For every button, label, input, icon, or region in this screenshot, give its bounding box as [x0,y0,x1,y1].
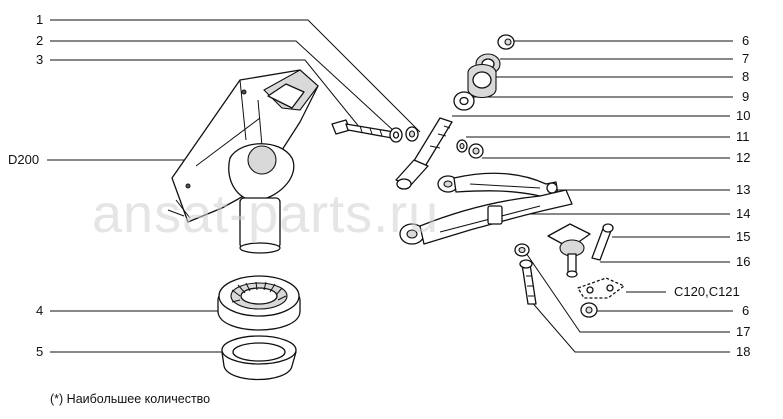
suspension-arm-14 [399,189,573,245]
nut-12 [468,143,484,159]
callout-4: 4 [36,303,43,318]
plate-c120-c121 [577,277,625,299]
bolt-18 [519,259,537,305]
callout-17: 17 [736,324,750,339]
callout-15: 15 [736,229,750,244]
pin-10 [395,117,453,190]
callout-13: 13 [736,182,750,197]
callout-9: 9 [742,89,749,104]
washer-2 [389,127,403,143]
callout-18: 18 [736,344,750,359]
suspension-arm-13 [437,172,559,197]
spring-seat-4 [217,275,301,331]
callout-10: 10 [736,108,750,123]
bolt-15 [591,223,614,261]
nut-1 [405,126,419,142]
callout-c120-c121: C120,C121 [674,284,740,299]
callout-6-top: 6 [742,33,749,48]
watermark: ansat-parts.ru [92,184,439,244]
washer-11 [456,139,468,153]
callout-7: 7 [742,51,749,66]
callout-14: 14 [736,206,750,221]
callout-11: 11 [736,129,750,144]
leader-18 [529,299,730,353]
nut-6-bottom [580,302,598,318]
bushing-8 [467,63,497,99]
leader-3 [50,59,361,129]
callout-16: 16 [736,254,750,269]
spring-pad-5 [221,335,297,381]
callout-d200: D200 [8,152,39,167]
nut-6-top [497,34,515,50]
leader-1 [50,19,421,133]
washer-9 [453,91,475,111]
strut-tower-d200 [167,69,319,254]
callout-6-bottom: 6 [742,303,749,318]
leader-2 [50,40,396,133]
callout-1: 1 [36,12,43,27]
nut-17 [514,243,530,257]
ball-joint-16 [547,223,591,278]
callout-5: 5 [36,344,43,359]
callout-2: 2 [36,33,43,48]
leader-17 [523,249,730,333]
callout-12: 12 [736,150,750,165]
callout-3: 3 [36,52,43,67]
callout-8: 8 [742,69,749,84]
footnote: (*) Наибольшее количество [50,392,211,406]
